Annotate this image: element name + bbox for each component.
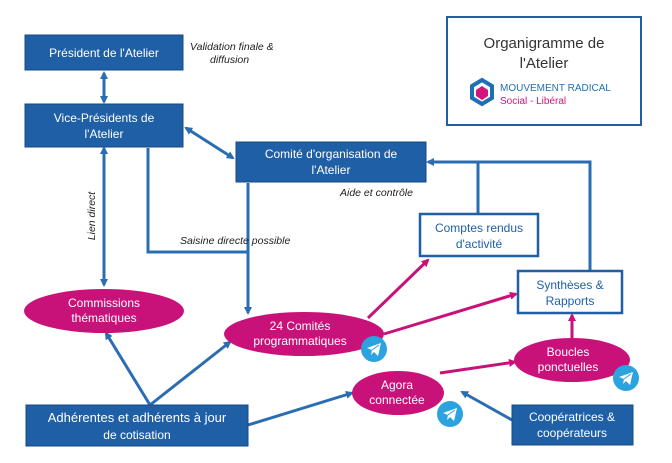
- node-boucles-label-1: Boucles: [547, 345, 590, 359]
- node-vice-label-1: Vice-Présidents de: [54, 111, 155, 125]
- node-comptes-label-1: Comptes rendus: [435, 221, 523, 235]
- node-commissions: Commissions thématiques: [24, 289, 184, 333]
- node-commissions-label-2: thématiques: [71, 311, 136, 325]
- link-comptes-comite: [426, 158, 480, 215]
- link-vice-comite: [184, 126, 235, 160]
- node-commissions-label-1: Commissions: [68, 296, 140, 310]
- node-comites24-label-2: programmatiques: [253, 334, 346, 348]
- logo-line1: MOUVEMENT RADICAL: [500, 83, 611, 94]
- node-vice-presidents: Vice-Présidents de l'Atelier: [24, 103, 184, 148]
- link-saisine: [146, 148, 248, 254]
- node-comites-24: 24 Comités programmatiques: [224, 312, 384, 356]
- node-adherents-label-2: de cotisation: [103, 428, 170, 442]
- link-adherents-commissions: [104, 331, 152, 406]
- annotation-saisine: Saisine directe possible: [180, 235, 290, 247]
- link-comites-comptes: [366, 258, 430, 320]
- link-comites-syntheses: [383, 291, 518, 336]
- annotation-lien-direct: Lien direct: [86, 191, 98, 241]
- annotation-validation-2: diffusion: [210, 54, 249, 66]
- node-comptes-rendus: Comptes rendus d'activité: [418, 212, 540, 258]
- node-comite-label-2: l'Atelier: [312, 163, 351, 177]
- title-line1: Organigramme de: [484, 35, 605, 52]
- node-agora-label-2: connectée: [369, 393, 425, 407]
- link-adherents-agora: [247, 390, 354, 427]
- telegram-icon: [361, 336, 387, 362]
- node-agora: Agora connectée: [352, 371, 444, 415]
- node-president-label: Président de l'Atelier: [49, 46, 159, 60]
- node-syntheses-label-1: Synthèses &: [536, 278, 603, 292]
- link-syntheses-comite: [478, 160, 592, 270]
- node-cooperateurs-label-1: Coopératrices &: [529, 410, 615, 424]
- node-adherents: Adhérentes et adhérents à jour de cotisa…: [25, 404, 249, 447]
- node-president: Président de l'Atelier: [24, 34, 184, 71]
- link-adherents-comites: [149, 340, 232, 407]
- node-agora-label-1: Agora: [381, 378, 413, 392]
- link-agora-boucles: [439, 358, 517, 375]
- title-box: Organigramme de l'Atelier MOUVEMENT RADI…: [446, 16, 642, 126]
- link-cooperateurs-agora: [460, 390, 513, 422]
- annotation-validation-1: Validation finale &: [190, 41, 274, 53]
- logo-icon: [470, 77, 494, 107]
- node-comptes-label-2: d'activité: [456, 237, 503, 251]
- annotation-aide-controle: Aide et contrôle: [339, 187, 413, 199]
- telegram-icon: [437, 401, 463, 427]
- node-adherents-label-1: Adhérentes et adhérents à jour: [48, 410, 227, 425]
- node-comite-organisation: Comité d'organisation de l'Atelier: [235, 141, 427, 183]
- node-syntheses-label-2: Rapports: [546, 294, 595, 308]
- connectors: [100, 71, 592, 427]
- logo-line2: Social - Libéral: [500, 96, 566, 107]
- node-comite-label-1: Comité d'organisation de: [265, 147, 398, 161]
- node-boucles: Boucles ponctuelles: [514, 338, 630, 382]
- title-line2: l'Atelier: [520, 55, 569, 72]
- node-vice-label-2: l'Atelier: [85, 127, 124, 141]
- node-cooperateurs-label-2: coopérateurs: [537, 426, 607, 440]
- node-comites24-label-1: 24 Comités: [270, 319, 331, 333]
- node-cooperateurs: Coopératrices & coopérateurs: [511, 404, 634, 446]
- node-syntheses: Synthèses & Rapports: [516, 269, 624, 315]
- node-boucles-label-2: ponctuelles: [538, 360, 599, 374]
- telegram-icon: [613, 365, 639, 391]
